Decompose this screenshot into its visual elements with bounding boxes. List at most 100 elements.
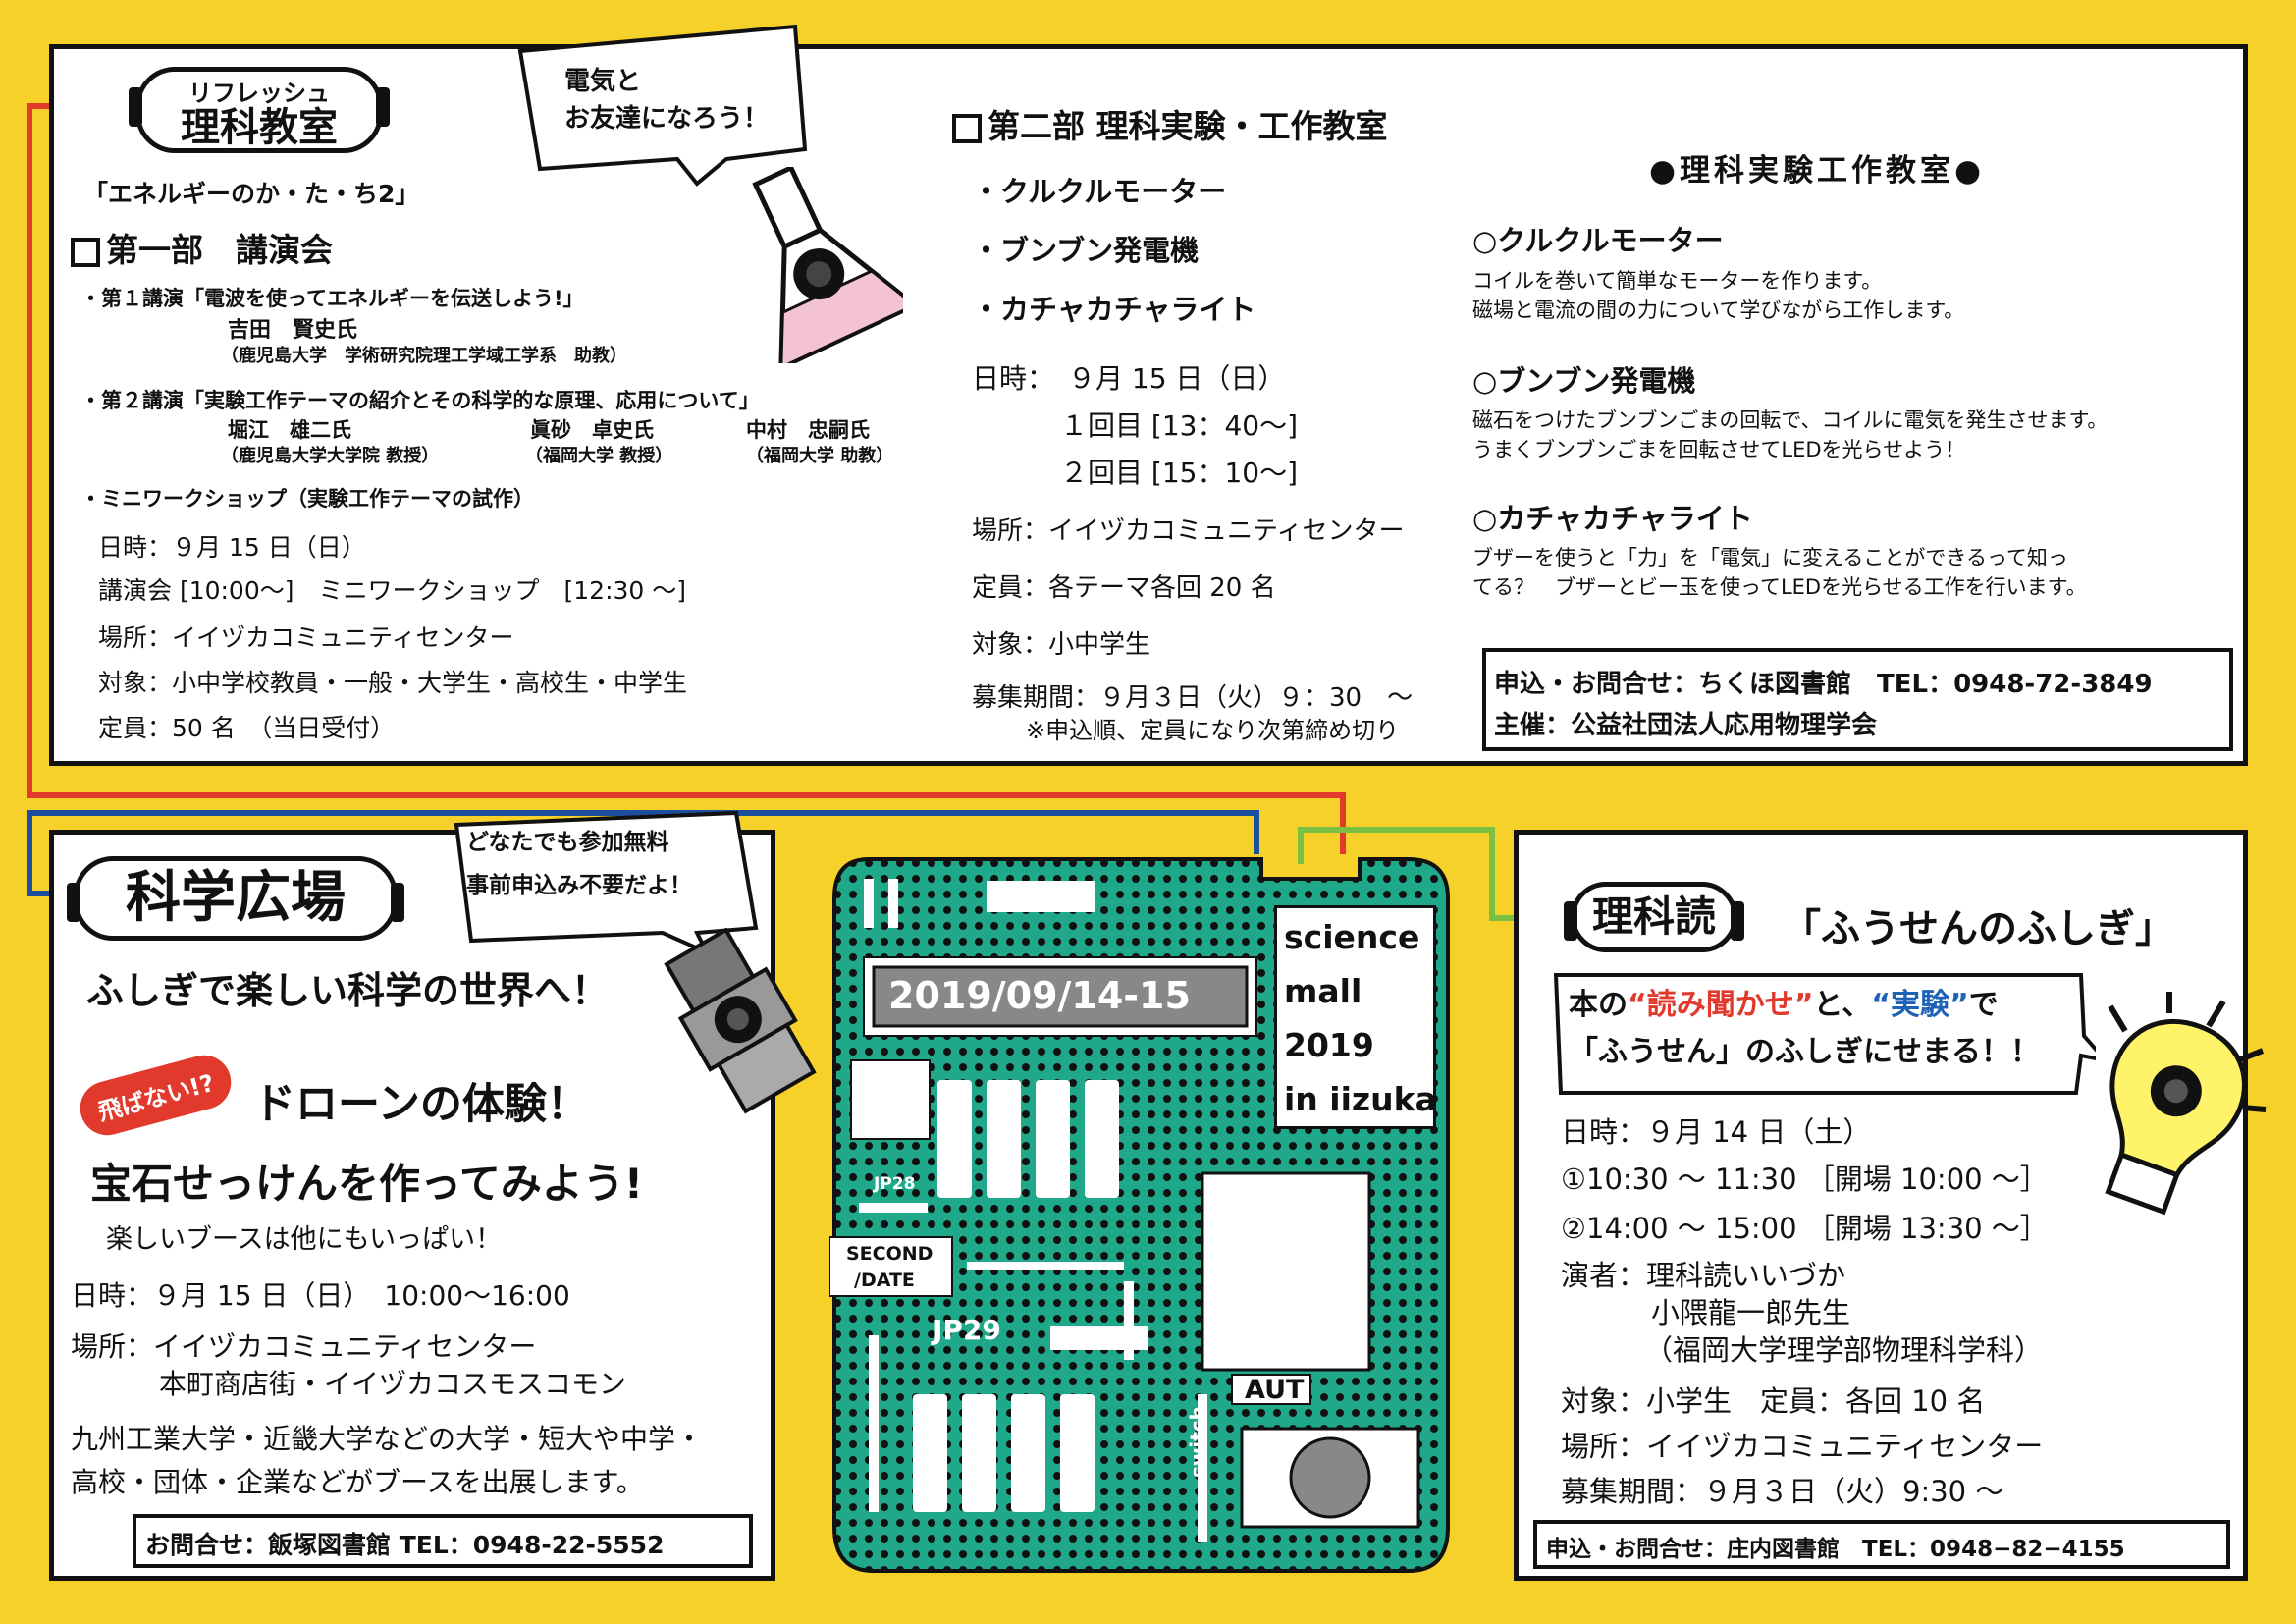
science-plaza-badge: 科学広場: [67, 856, 404, 941]
checkbox-icon: [71, 237, 100, 267]
experiments-heading: ●理科実験工作教室●: [1649, 153, 1986, 189]
experiment3-line1: ブザーを使うと「力」を「電気」に変えることができるって知っ: [1472, 546, 2068, 569]
bubble-exp: “実験”: [1871, 988, 1969, 1022]
board-date: 2019/09/14-15: [888, 974, 1191, 1017]
board-aut: AUT: [1245, 1375, 1305, 1405]
bubble-top-line2: お友達になろう！: [564, 104, 770, 134]
bubble-left-line1: どなたでも参加無料: [466, 830, 669, 855]
flask-illustration: [752, 167, 903, 363]
speech-bubble-top: [517, 24, 808, 187]
bubble-mid: と、: [1813, 988, 1872, 1022]
top-panel: [49, 44, 2248, 766]
rikadoku-performer2: 小隈龍一郎先生: [1651, 1296, 1851, 1329]
part1-place: 場所：イイヅカコミュニティセンター: [98, 623, 514, 652]
board-title-line1: science: [1284, 918, 1420, 956]
bubble-right-line1: 本の“読み聞かせ”と、“実験”で: [1569, 980, 1999, 1023]
lecture2-name1: 堀江 雄二氏: [228, 418, 351, 442]
rikadoku-performer: 演者：理科読いいづか: [1561, 1259, 1846, 1292]
rikadoku-title: 「ふうせんのふしぎ」: [1782, 906, 2174, 951]
part2-target: 対象：小中学生: [972, 630, 1151, 660]
workshop-item: ・ミニワークショップ（実験工作テーマの試作）: [80, 487, 534, 511]
experiment2-title: ○ブンブン発電機: [1472, 364, 1696, 398]
rikadoku-contact: 申込・お問合せ：庄内図書館 TEL：0948−82−4155: [1546, 1537, 2125, 1562]
part2-item3: ・カチャカチャライト: [972, 293, 1256, 326]
top-contact-line2: 主催：公益社団法人応用物理学会: [1494, 711, 1878, 740]
bubble-right-line2: 「ふうせん」のふしぎにせまる！！: [1569, 1035, 2040, 1069]
rikadoku-contact-box: [1533, 1520, 2230, 1569]
checkbox-icon: [952, 113, 982, 143]
plaza-contact-box: [133, 1514, 753, 1568]
experiment3-line2: てる？ ブザーとビー玉を使ってLEDを光らせる工作を行います。: [1472, 575, 2087, 599]
part2-heading-text: 第二部 理科実験・工作教室: [988, 107, 1388, 145]
part2-item2: ・ブンブン発電機: [972, 234, 1200, 267]
rikadoku-performer3: （福岡大学理学部物理科学科）: [1644, 1333, 2044, 1367]
bubble-pre: 本の: [1569, 988, 1628, 1022]
badge-main-label: 理科教室: [181, 105, 338, 150]
experiment3-title: ○カチャカチャライト: [1472, 502, 1753, 535]
experiment2-line2: うまくブンブンごまを回転させてLEDを光らせよう！: [1472, 438, 1966, 461]
rikadoku-session1: ①10:30 〜 11:30 ［開場 10:00 〜］: [1561, 1163, 2049, 1196]
part2-note: ※申込順、定員になり次第締め切り: [1026, 717, 1400, 744]
badge-small-label: リフレッシュ: [188, 80, 330, 107]
part2-capacity: 定員：各テーマ各回 20 名: [972, 573, 1276, 603]
part1-target: 対象：小中学校教員・一般・大学生・高校生・中学生: [98, 669, 688, 697]
part2-item1: ・クルクルモーター: [972, 175, 1227, 208]
experiment2-line1: 磁石をつけたブンブンごまの回転で、コイルに電気を発生させます。: [1472, 408, 2109, 432]
part2-period: 募集期間：９月３日（火）９：30 〜: [972, 683, 1414, 713]
plaza-tagline: ふしぎで楽しい科学の世界へ！: [86, 969, 610, 1012]
lecture1-name: 吉田 賢史氏: [228, 318, 358, 343]
rikadoku-session2: ②14:00 〜 15:00 ［開場 13:30 〜］: [1561, 1212, 2049, 1245]
top-contact-box: [1482, 648, 2233, 751]
board-second-2: /DATE: [854, 1270, 915, 1291]
part2-date: 日時： ９月 15 日（日）: [972, 362, 1286, 395]
board-second-1: SECOND: [846, 1243, 934, 1265]
lecture2-affil1: （鹿児島大学大学院 教授）: [221, 446, 440, 466]
refresh-science-badge: リフレッシュ 理科教室: [129, 67, 390, 153]
booths-text: 楽しいブースは他にもいっぱい！: [106, 1224, 503, 1255]
top-contact-line1: 申込・お問合せ：ちくほ図書館 TEL：0948-72-3849: [1494, 670, 2153, 699]
part1-capacity: 定員：50 名 （当日受付）: [98, 714, 396, 742]
rikadoku-target: 対象：小学生 定員：各回 10 名: [1561, 1384, 1986, 1418]
lecture2-name3: 中村 忠嗣氏: [746, 418, 870, 442]
drone-heading: ドローンの体験！: [253, 1080, 589, 1129]
board-title-line4: in iizuka: [1284, 1080, 1437, 1118]
rikadoku-badge: 理科読: [1564, 882, 1744, 952]
left-panel: [49, 830, 775, 1581]
microscope-illustration: [664, 928, 817, 1114]
plaza-desc2: 高校・団体・企業などがブースを出展します。: [71, 1466, 644, 1498]
experiment1-line2: 磁場と電流の間の力について学びながら工作します。: [1472, 298, 1965, 322]
board-title-box: [1274, 905, 1436, 1129]
board-jp28: JP28: [874, 1174, 916, 1194]
lecture2-name2: 眞砂 卓史氏: [530, 418, 654, 442]
science-plaza-label: 科学広場: [126, 866, 346, 930]
lecture2-affil2: （福岡大学 教授）: [525, 446, 673, 466]
board-title-line2: mall: [1284, 972, 1362, 1010]
experiment1-title: ○クルクルモーター: [1472, 224, 1724, 257]
plaza-desc1: 九州工業大学・近畿大学などの大学・短大や中学・: [71, 1423, 704, 1455]
speech-bubble-right: [1553, 973, 2096, 1095]
lecture2-affil3: （福岡大学 助教）: [746, 446, 894, 466]
right-panel: [1514, 830, 2248, 1581]
bubble-left-line2: 事前申込み不要だよ！: [466, 873, 692, 898]
part2-heading: 第二部 理科実験・工作教室: [952, 100, 1388, 147]
rikadoku-period: 募集期間：９月３日（火）9:30 〜: [1561, 1475, 2004, 1508]
board-title-line3: 2019: [1284, 1026, 1374, 1064]
lightbulb-illustration: [2105, 992, 2267, 1216]
bubble-top-line1: 電気と: [564, 67, 642, 96]
board-switch: switch: [1186, 1406, 1209, 1478]
bubble-read: “読み聞かせ”: [1628, 988, 1814, 1022]
lecture2-title: ・第２講演「実験工作テーマの紹介とその科学的な原理、応用について」: [80, 389, 760, 412]
rikadoku-place: 場所：イイヅカコミュニティセンター: [1561, 1430, 2044, 1463]
lecture1-title: ・第１講演「電波を使ってエネルギーを伝送しよう!」: [80, 287, 584, 310]
board-jp29: JP29: [933, 1314, 1001, 1346]
experiment1-line1: コイルを巻いて簡単なモーターを作ります。: [1472, 269, 1883, 293]
part2-round1: １回目 [13：40〜]: [1060, 409, 1299, 442]
part2-round2: ２回目 [15：10〜]: [1060, 457, 1299, 489]
part2-place: 場所：イイヅカコミュニティセンター: [972, 516, 1405, 546]
part1-schedule: 講演会 [10:00〜] ミニワークショップ [12:30 〜]: [98, 576, 687, 605]
bubble-post: で: [1968, 988, 1999, 1022]
soap-heading: 宝石せっけんを作ってみよう!: [90, 1160, 644, 1208]
rikadoku-date: 日時：９月 14 日（土）: [1561, 1115, 1872, 1149]
rikadoku-label: 理科読: [1591, 893, 1716, 941]
part1-heading-text: 第一部 講演会: [106, 231, 333, 269]
